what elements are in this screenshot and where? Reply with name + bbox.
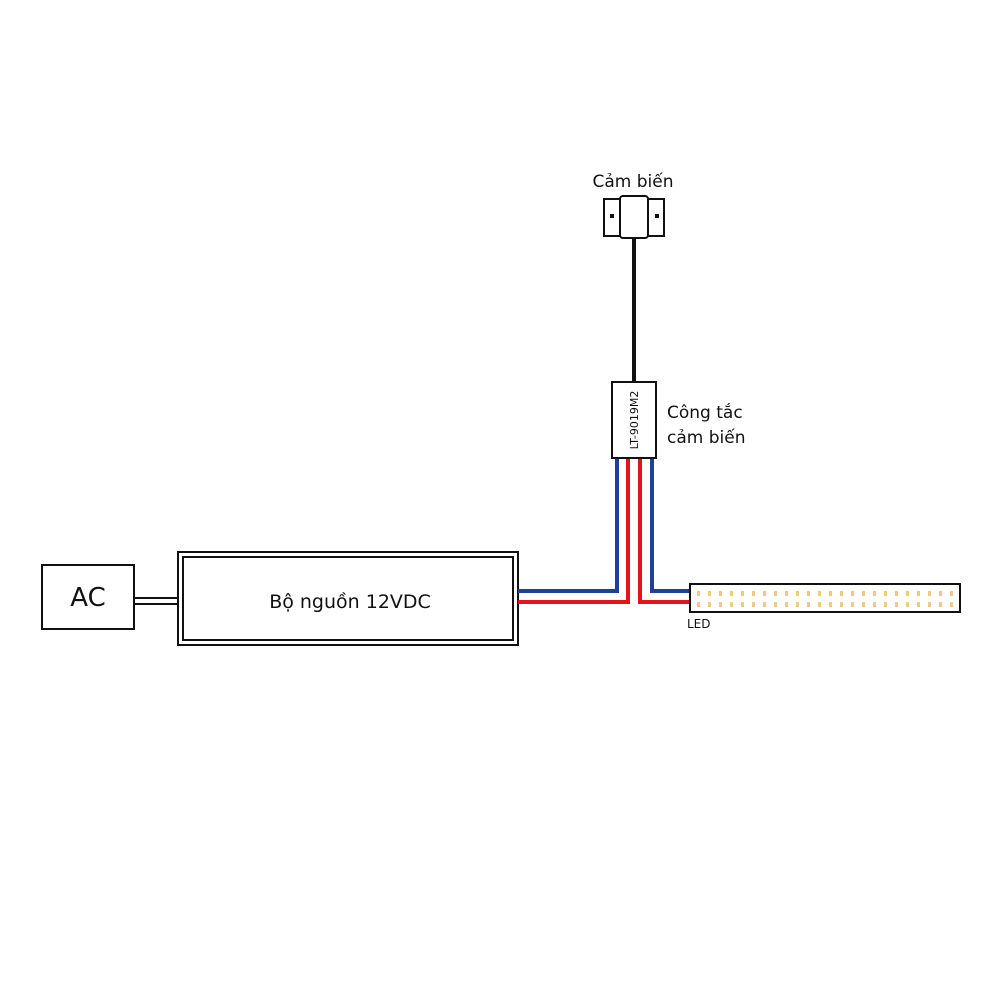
led-chip bbox=[818, 591, 821, 596]
led-chip bbox=[730, 602, 733, 607]
ac-cable bbox=[134, 597, 178, 605]
led-label: LED bbox=[687, 617, 711, 631]
led-chip bbox=[884, 591, 887, 596]
led-chip bbox=[939, 591, 942, 596]
led-chip bbox=[829, 591, 832, 596]
led-chip bbox=[730, 591, 733, 596]
led-chip bbox=[862, 602, 865, 607]
sensor: Cảm biến bbox=[593, 171, 674, 239]
led-chip bbox=[895, 591, 898, 596]
led-chip bbox=[719, 602, 722, 607]
sensor-switch: LT-9019M2 Công tắc cảm biến bbox=[611, 381, 745, 459]
led-chip bbox=[851, 591, 854, 596]
ac-source: AC bbox=[41, 564, 135, 630]
led-strip: LED bbox=[687, 583, 961, 631]
led-chip bbox=[807, 591, 810, 596]
led-chip bbox=[752, 591, 755, 596]
led-chip bbox=[928, 591, 931, 596]
led-chip bbox=[796, 602, 799, 607]
led-chip bbox=[873, 602, 876, 607]
led-chip bbox=[763, 602, 766, 607]
switch-name-line2: cảm biến bbox=[667, 427, 745, 448]
led-chip bbox=[708, 591, 711, 596]
power-wires bbox=[518, 457, 630, 604]
switch-name-line1: Công tắc bbox=[667, 402, 743, 423]
led-chip bbox=[928, 602, 931, 607]
sensor-label: Cảm biến bbox=[593, 171, 674, 192]
led-chip bbox=[719, 591, 722, 596]
led-chip bbox=[752, 602, 755, 607]
led-chip bbox=[950, 591, 953, 596]
led-negative-wire bbox=[650, 457, 690, 593]
led-chip bbox=[697, 591, 700, 596]
led-chip bbox=[840, 591, 843, 596]
led-chip bbox=[774, 591, 777, 596]
led-chip bbox=[741, 591, 744, 596]
led-chip bbox=[785, 602, 788, 607]
switch-model-label: LT-9019M2 bbox=[628, 391, 641, 450]
led-chip bbox=[851, 602, 854, 607]
led-chip bbox=[873, 591, 876, 596]
led-chip bbox=[708, 602, 711, 607]
led-chip bbox=[906, 602, 909, 607]
led-chip bbox=[939, 602, 942, 607]
led-chip bbox=[917, 591, 920, 596]
led-chips bbox=[697, 591, 953, 607]
led-chip bbox=[785, 591, 788, 596]
led-chip bbox=[807, 602, 810, 607]
led-chip bbox=[862, 591, 865, 596]
led-chip bbox=[796, 591, 799, 596]
led-chip bbox=[818, 602, 821, 607]
led-chip bbox=[840, 602, 843, 607]
led-wires bbox=[638, 457, 690, 604]
led-chip bbox=[763, 591, 766, 596]
led-chip bbox=[895, 602, 898, 607]
led-chip bbox=[906, 591, 909, 596]
led-chip bbox=[917, 602, 920, 607]
led-chip bbox=[884, 602, 887, 607]
power-supply: Bộ nguồn 12VDC bbox=[177, 551, 519, 646]
power-negative-wire bbox=[518, 457, 619, 593]
led-chip bbox=[774, 602, 777, 607]
led-chip bbox=[697, 602, 700, 607]
power-supply-label: Bộ nguồn 12VDC bbox=[269, 591, 431, 613]
ac-label: AC bbox=[70, 583, 105, 613]
led-chip bbox=[741, 602, 744, 607]
power-positive-wire bbox=[518, 457, 630, 604]
led-chip bbox=[950, 602, 953, 607]
led-chip bbox=[829, 602, 832, 607]
led-positive-wire bbox=[638, 457, 690, 604]
